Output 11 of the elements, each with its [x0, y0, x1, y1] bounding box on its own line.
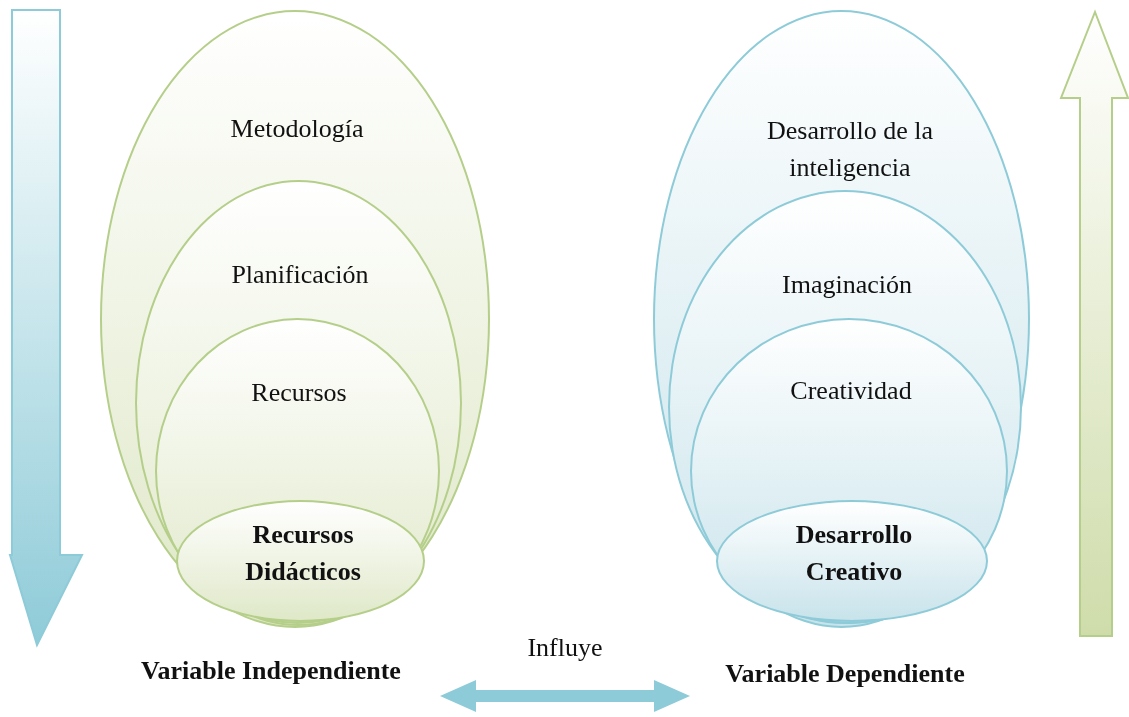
variable-label: Variable Dependiente	[694, 655, 996, 692]
double-arrow	[440, 680, 690, 712]
node-label: Imaginación	[781, 269, 913, 301]
node-label: Recursos Didácticos	[244, 519, 362, 588]
node-label: Metodología	[229, 113, 365, 145]
node-label: Desarrollo de la inteligencia	[765, 115, 934, 184]
node-label: Desarrollo Creativo	[794, 519, 914, 588]
node-label: Planificación	[230, 259, 370, 291]
node-label: Recursos	[250, 377, 348, 409]
node-label: Creatividad	[789, 375, 913, 407]
variable-label: Variable Independiente	[106, 652, 436, 689]
